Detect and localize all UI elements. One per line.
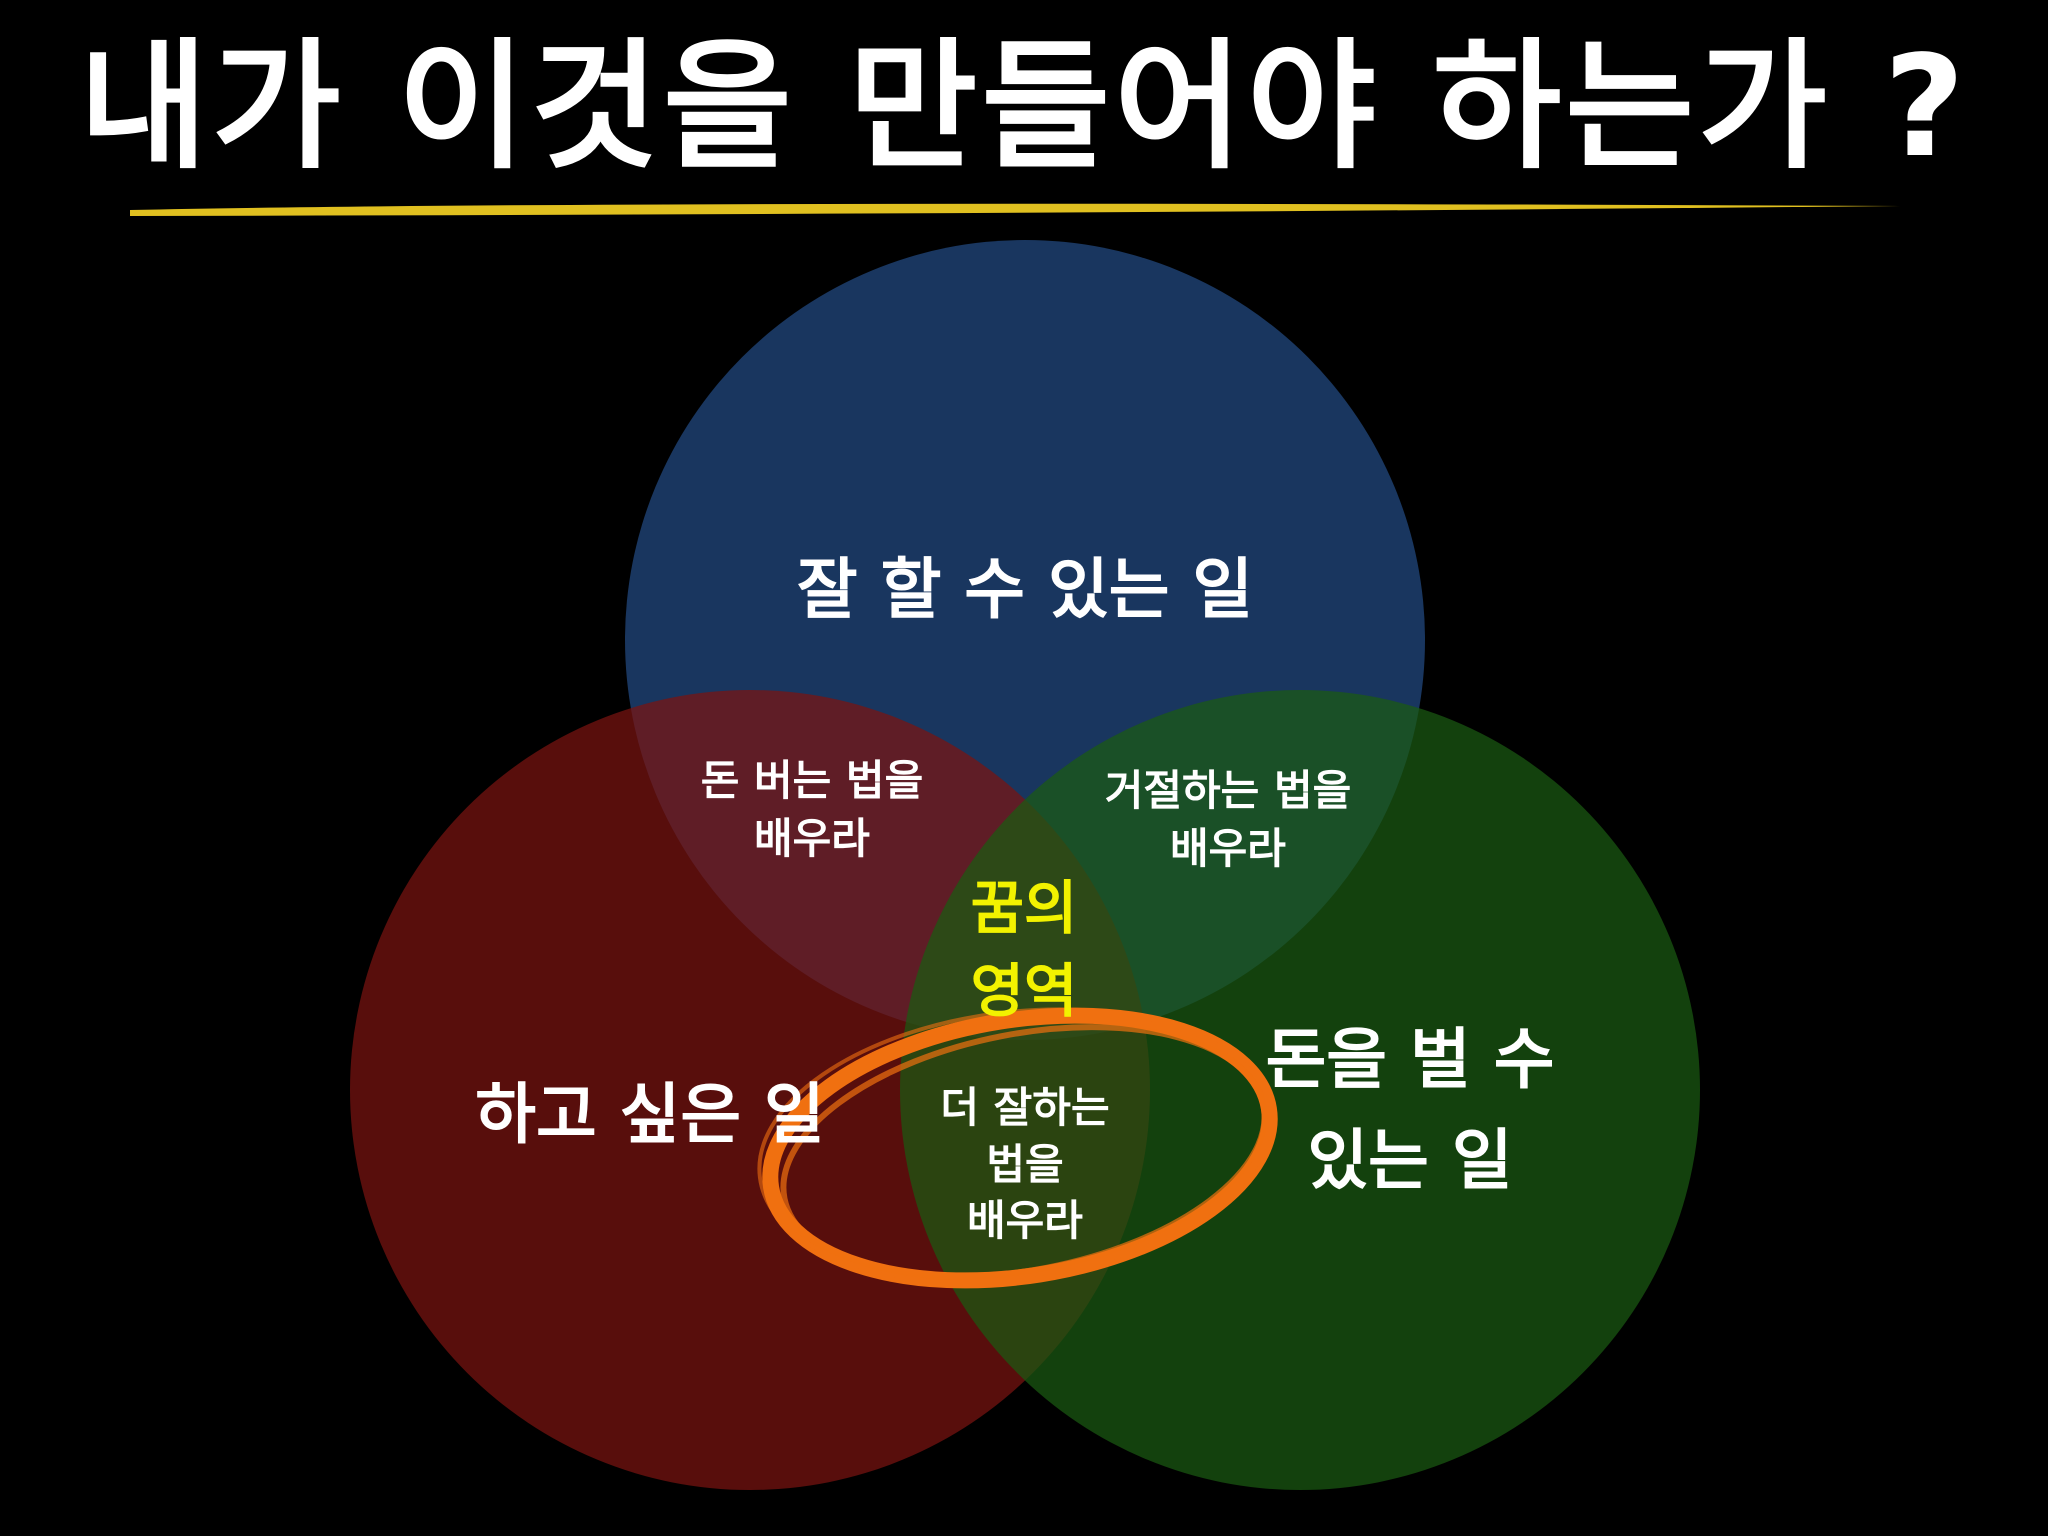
label-want-to-do: 하고 싶은 일 [400, 1075, 900, 1154]
label-want-to-do-text: 하고 싶은 일 [475, 1076, 825, 1153]
slide-title: 내가 이것을 만들어야 하는가 ? [79, 26, 1969, 189]
overlap-top-right-line1: 거절하는 법을 [1104, 766, 1352, 815]
overlap-top-left: 돈 버는 법을 배우라 [662, 756, 962, 865]
highlight-ring [757, 1007, 1278, 1289]
circle-want-to-do [350, 690, 1150, 1490]
dream-zone-line1: 꿈의 [970, 874, 1078, 942]
overlap-left-right-line3: 배우라 [967, 1196, 1083, 1246]
overlap-left-right-line1: 더 잘하는 [940, 1083, 1110, 1132]
label-can-earn-money-line1: 돈을 벌 수 [1265, 1021, 1555, 1098]
title-underline [130, 203, 1900, 216]
overlap-top-right-line2: 배우라 [1170, 824, 1286, 874]
dream-zone: 꿈의 영역 [924, 872, 1124, 1027]
overlap-top-right: 거절하는 법을 배우라 [1078, 766, 1378, 875]
dream-zone-line2: 영역 [970, 956, 1078, 1025]
label-can-do-well: 잘 할 수 있는 일 [725, 550, 1325, 629]
label-can-do-well-text: 잘 할 수 있는 일 [796, 551, 1254, 628]
overlap-left-right: 더 잘하는 법을 배우라 [900, 1080, 1150, 1250]
overlap-left-right-line2: 법을 [986, 1139, 1064, 1189]
circle-can-earn-money [900, 690, 1700, 1490]
overlap-top-left-line2: 배우라 [754, 814, 870, 864]
label-can-earn-money: 돈을 벌 수 있는 일 [1160, 1020, 1660, 1200]
overlap-top-left-line1: 돈 버는 법을 [700, 756, 924, 805]
label-can-earn-money-line2: 있는 일 [1307, 1122, 1513, 1200]
